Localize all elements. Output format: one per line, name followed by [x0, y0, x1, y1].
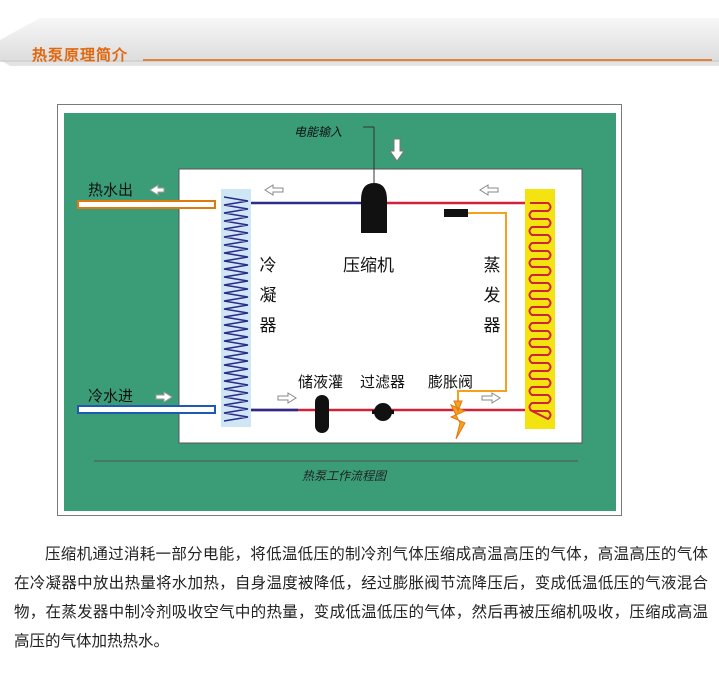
power-arrow-icon — [389, 138, 405, 162]
compressor-shape — [361, 183, 387, 233]
flow-arrow-icon — [277, 392, 297, 404]
diagram-frame: 电能输入 热水出 冷水进 压缩机 冷凝器 蒸发器 储液灌 过滤器 膨胀阀 热泵工… — [57, 104, 622, 516]
condenser-coil — [223, 196, 249, 422]
flow-arrow-icon — [481, 392, 501, 404]
hot-water-arrow-icon — [149, 184, 165, 196]
expansion-valve-shape — [449, 400, 467, 440]
label-filter: 过滤器 — [360, 373, 406, 391]
label-condenser: 冷凝器 — [259, 256, 277, 336]
label-cold-water-in: 冷水进 — [88, 387, 134, 405]
expander-shape — [444, 209, 468, 217]
evaporator-coil — [528, 202, 552, 421]
label-evaporator: 蒸发器 — [483, 256, 501, 336]
label-power-input: 电能输入 — [294, 125, 343, 139]
section-header: 热泵原理简介 — [0, 0, 719, 78]
hot-water-pipe — [77, 200, 216, 209]
label-expansion-valve: 膨胀阀 — [428, 373, 474, 391]
receiver-shape — [315, 395, 329, 433]
pipe-valve-to-evaporator — [456, 212, 507, 405]
label-hot-water-out: 热水出 — [88, 181, 134, 199]
cold-water-arrow-icon — [155, 391, 173, 403]
heat-pump-diagram — [64, 113, 616, 511]
header-band — [0, 18, 719, 66]
label-receiver: 储液灌 — [298, 373, 344, 391]
section-title: 热泵原理简介 — [32, 46, 129, 64]
flow-arrow-icon — [479, 184, 499, 196]
label-compressor: 压缩机 — [343, 256, 394, 276]
cold-water-pipe — [77, 405, 216, 414]
diagram-caption: 热泵工作流程图 — [302, 469, 387, 483]
description-text: 压缩机通过消耗一部分电能，将低温低压的制冷剂气体压缩成高温高压的气体，高温高压的… — [14, 545, 708, 650]
flow-arrow-icon — [264, 184, 284, 196]
